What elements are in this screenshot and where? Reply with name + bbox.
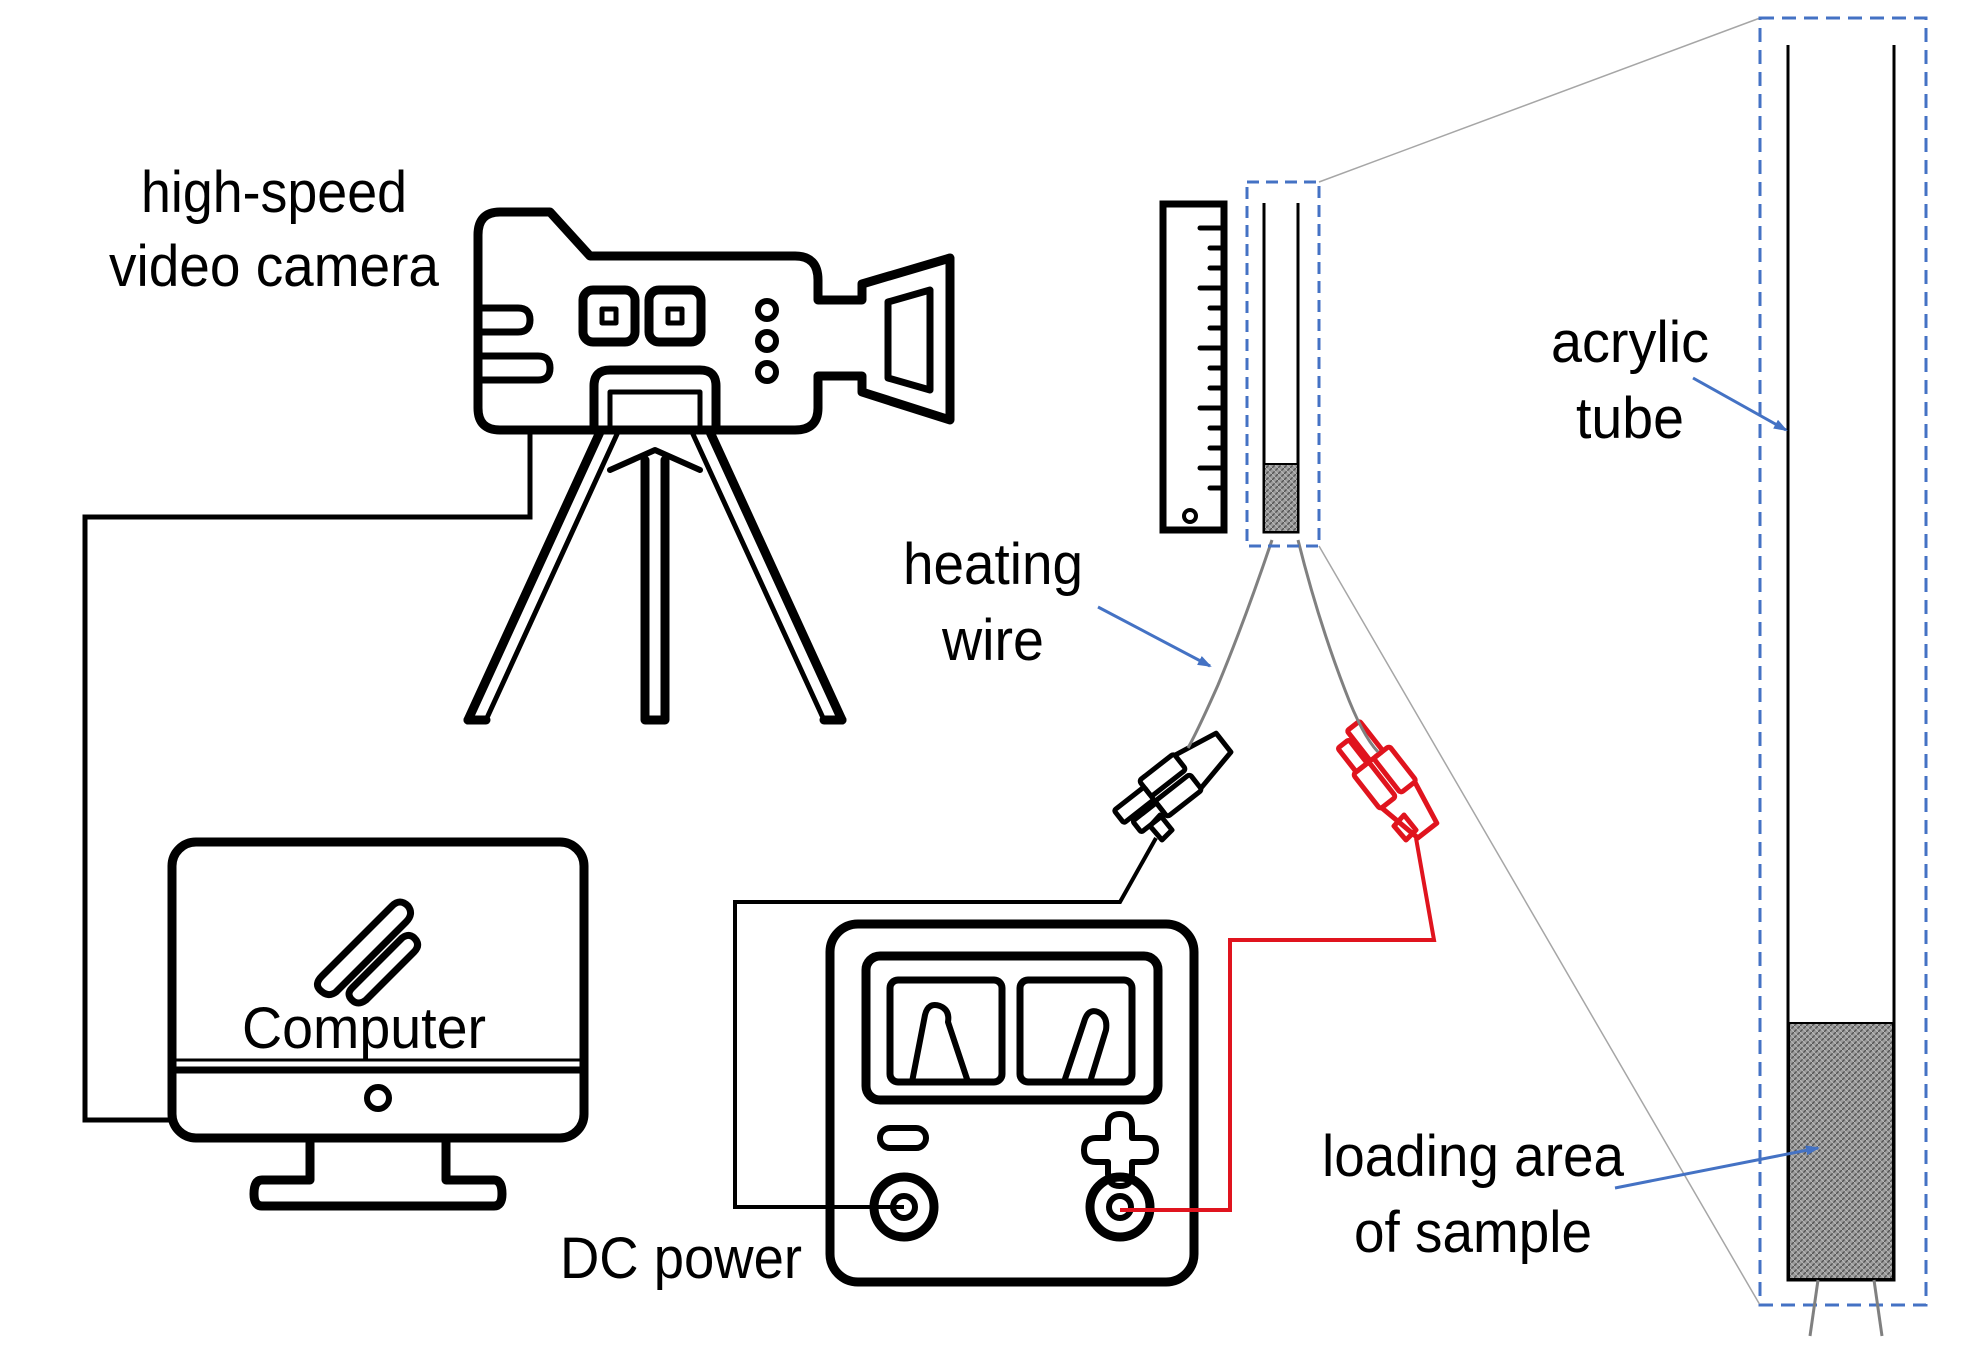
zoom-line-bottom xyxy=(1318,545,1761,1306)
camera-computer-cable xyxy=(82,430,533,1123)
camera-label-line1: high-speed xyxy=(141,160,407,225)
zoom-callout-box-small xyxy=(1245,180,1321,548)
loading-area-label-line2: of sample xyxy=(1354,1200,1592,1265)
tripod-icon xyxy=(463,427,847,725)
alligator-clip-icon xyxy=(1112,730,1234,843)
ruler-icon xyxy=(1159,200,1228,534)
small-acrylic-tube xyxy=(1262,203,1300,534)
zoom-line-top xyxy=(1318,17,1761,183)
heating-wire-arrow xyxy=(1097,605,1212,668)
loading-area-arrow xyxy=(1614,1145,1820,1190)
heating-wire-right xyxy=(1296,539,1380,754)
loading-area-label-line1: loading area xyxy=(1322,1124,1625,1189)
heating-wire-left xyxy=(1186,539,1274,749)
large-acrylic-tube xyxy=(1786,45,1896,1337)
acrylic-tube-label-line2: tube xyxy=(1576,386,1684,451)
negative-lead xyxy=(733,837,1158,1209)
dc-power-supply-icon xyxy=(825,919,1199,1287)
acrylic-tube-arrow xyxy=(1692,376,1788,432)
alligator-clip-icon xyxy=(1336,719,1440,843)
positive-lead xyxy=(1120,837,1437,1212)
camera-label-line2: video camera xyxy=(109,234,440,299)
computer-monitor-icon xyxy=(167,837,589,1211)
heating-wire-label-line1: heating xyxy=(903,532,1083,597)
dc-power-label: DC power xyxy=(560,1226,802,1291)
computer-label: Computer xyxy=(242,996,486,1061)
acrylic-tube-label-line1: acrylic xyxy=(1551,310,1709,375)
camera-icon xyxy=(473,207,955,435)
heating-wire-label-line2: wire xyxy=(941,608,1044,673)
